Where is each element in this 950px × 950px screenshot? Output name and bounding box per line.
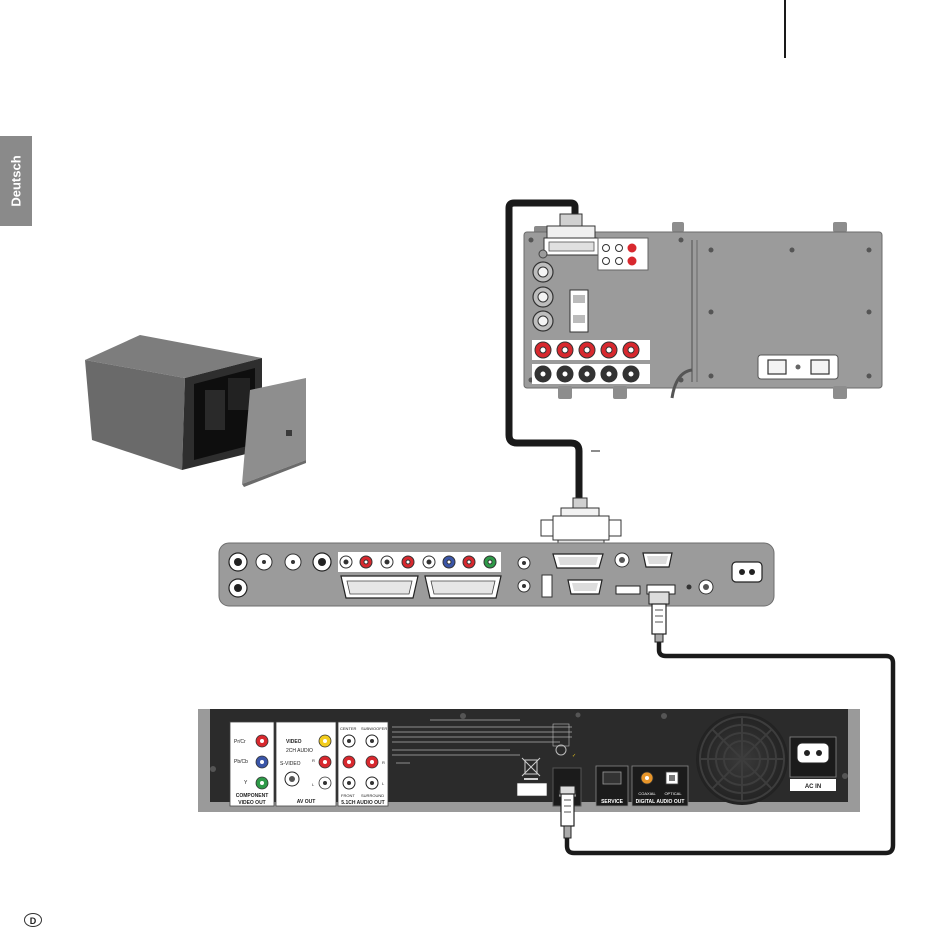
label-surround: SURROUND bbox=[361, 793, 384, 798]
section-av-out: AV OUT bbox=[297, 799, 316, 805]
laser-product-label bbox=[517, 783, 547, 796]
label-r-51: R bbox=[382, 760, 385, 765]
section-component-line1: COMPONENT bbox=[236, 793, 269, 799]
hdmi-plug-upper bbox=[649, 592, 669, 642]
label-video: VIDEO bbox=[286, 739, 302, 745]
section-51ch-audio-out: 5.1CH AUDIO OUT bbox=[341, 800, 384, 806]
label-2ch-audio: 2CH AUDIO bbox=[286, 748, 313, 754]
label-ac-in: AC IN bbox=[805, 784, 821, 790]
receiver-back-panel: Pr/Cr Pb/Cb Y COMPONENT VIDEO OUT VIDEO … bbox=[198, 709, 860, 838]
label-service: SERVICE bbox=[601, 799, 624, 805]
label-center: CENTER bbox=[340, 726, 357, 731]
label-coaxial: COAXIAL bbox=[638, 791, 656, 796]
page-marker-d: D bbox=[24, 913, 42, 927]
cabinet-illustration bbox=[85, 335, 306, 487]
label-optical: OPTICAL bbox=[664, 791, 682, 796]
fan-grille bbox=[696, 713, 788, 805]
label-s-video: S-VIDEO bbox=[280, 761, 301, 767]
label-pr-cr: Pr/Cr bbox=[234, 739, 246, 745]
label-front: FRONT bbox=[341, 793, 355, 798]
hdmi-plug-lower bbox=[560, 786, 575, 838]
scart-plug bbox=[541, 498, 621, 546]
tv-back-panel bbox=[219, 543, 774, 606]
section-digital-audio-out: DIGITAL AUDIO OUT bbox=[636, 799, 685, 805]
section-component-line2: VIDEO OUT bbox=[238, 800, 266, 806]
top-interface-board bbox=[524, 214, 882, 399]
label-r-2ch: R bbox=[312, 758, 315, 763]
label-subwoofer: SUBWOOFER bbox=[361, 726, 387, 731]
regulatory-mark: ✓ bbox=[572, 753, 576, 759]
label-pb-cb: Pb/Cb bbox=[234, 759, 248, 765]
